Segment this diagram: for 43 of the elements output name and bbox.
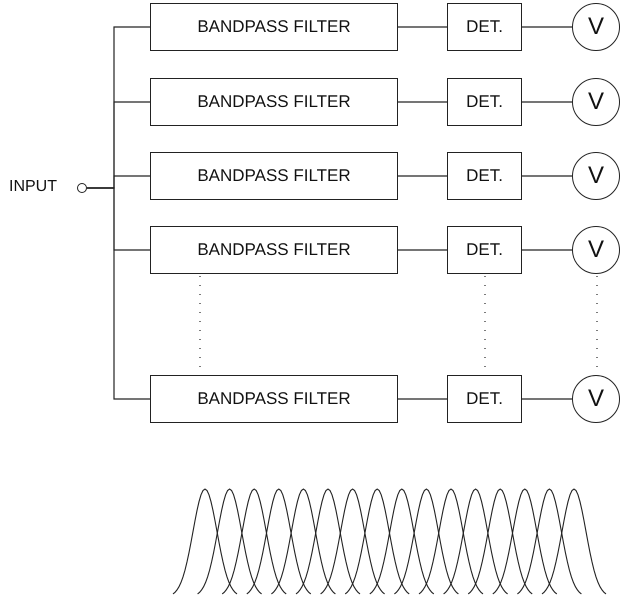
connector-line <box>522 249 572 251</box>
input-terminal <box>77 183 87 193</box>
connector-line <box>398 26 447 28</box>
connector-line <box>398 398 447 400</box>
voltmeter-circle <box>572 3 620 51</box>
block-label: DET. <box>466 240 503 260</box>
meter-symbol: V <box>588 88 604 116</box>
connector-line <box>398 175 447 177</box>
filter-box <box>150 226 398 274</box>
detector-box <box>447 78 522 126</box>
connector-line <box>522 175 572 177</box>
filter-box <box>150 152 398 200</box>
meter-symbol: V <box>588 385 604 413</box>
detector-box <box>447 375 522 423</box>
filter-box <box>150 78 398 126</box>
detector-box <box>447 226 522 274</box>
block-label: DET. <box>466 17 503 37</box>
block-label: DET. <box>466 166 503 186</box>
block-label: DET. <box>466 92 503 112</box>
block-label: BANDPASS FILTER <box>197 92 351 112</box>
voltmeter-circle <box>572 375 620 423</box>
meter-symbol: V <box>588 236 604 264</box>
connector-line <box>398 101 447 103</box>
connector-line <box>522 26 572 28</box>
connector-line <box>398 249 447 251</box>
block-label: BANDPASS FILTER <box>197 240 351 260</box>
connector-line <box>522 398 572 400</box>
detector-box <box>447 3 522 51</box>
connector-line <box>87 187 150 400</box>
block-label: BANDPASS FILTER <box>197 389 351 409</box>
detector-box <box>447 152 522 200</box>
voltmeter-circle <box>572 152 620 200</box>
meter-symbol: V <box>588 162 604 190</box>
voltmeter-circle <box>572 226 620 274</box>
filter-box <box>150 3 398 51</box>
block-label: DET. <box>466 389 503 409</box>
voltmeter-circle <box>572 78 620 126</box>
filter-box <box>150 375 398 423</box>
connector-line <box>522 101 572 103</box>
input-label: INPUT <box>9 178 57 196</box>
block-label: BANDPASS FILTER <box>197 166 351 186</box>
meter-symbol: V <box>588 13 604 41</box>
block-label: BANDPASS FILTER <box>197 17 351 37</box>
